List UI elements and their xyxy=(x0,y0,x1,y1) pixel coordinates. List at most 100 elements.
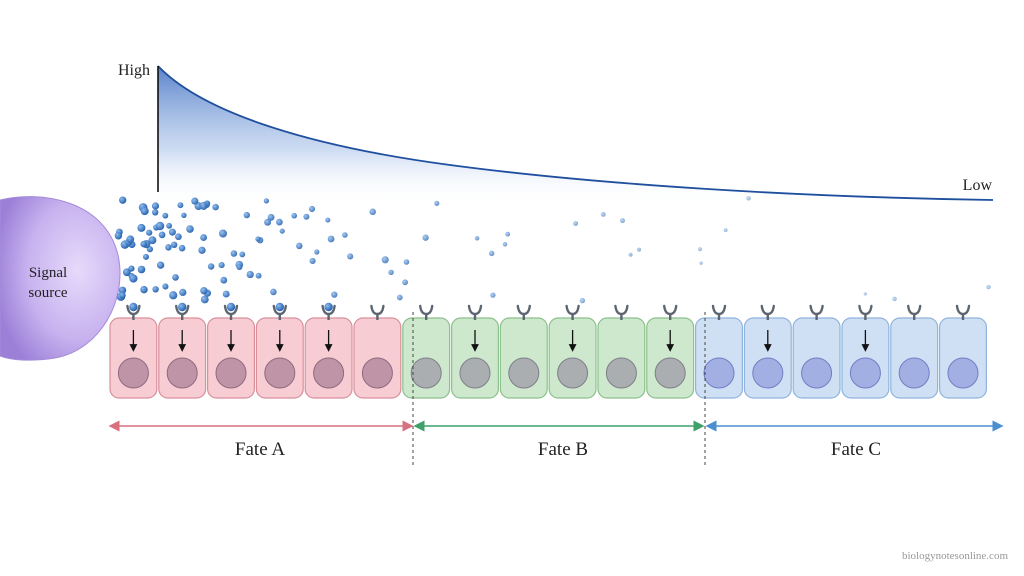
signal-molecule-63 xyxy=(220,276,228,284)
receptor xyxy=(565,304,580,320)
bound-ligand xyxy=(178,302,187,312)
signal-molecule-64 xyxy=(200,287,208,295)
receptor xyxy=(126,302,141,320)
signal-molecule-93 xyxy=(403,259,410,265)
signal-molecule-81 xyxy=(246,270,254,279)
signal-molecule-37 xyxy=(152,286,159,293)
signal-molecule-87 xyxy=(325,217,331,223)
signal-molecule-3 xyxy=(118,286,127,295)
signal-molecule-109 xyxy=(698,247,702,252)
cell-nucleus xyxy=(947,357,979,389)
cell-nucleus xyxy=(215,357,247,389)
cell-12 xyxy=(646,304,695,399)
signal-molecule-35 xyxy=(166,222,173,229)
cell-5 xyxy=(304,302,353,399)
signal-molecule-84 xyxy=(276,218,283,226)
fate-b-label: Fate B xyxy=(538,439,588,460)
receptor xyxy=(907,304,922,320)
signal-molecule-43 xyxy=(186,225,194,233)
signal-molecule-34 xyxy=(140,207,149,216)
signal-molecule-25 xyxy=(129,274,138,283)
receptor xyxy=(321,302,336,320)
signal-molecule-78 xyxy=(296,242,303,250)
signal-molecule-107 xyxy=(620,218,625,224)
signal-molecule-48 xyxy=(219,229,227,238)
cell-9 xyxy=(499,304,548,399)
signal-molecule-100 xyxy=(502,242,508,247)
signal-molecule-27 xyxy=(156,261,165,269)
signal-molecule-115 xyxy=(863,292,867,296)
signal-molecule-44 xyxy=(181,212,187,219)
signal-molecule-15 xyxy=(119,292,126,299)
cell-nucleus xyxy=(117,357,149,389)
signal-molecule-23 xyxy=(140,240,147,248)
receptor xyxy=(516,304,531,320)
signal-molecule-54 xyxy=(230,250,238,257)
signal-molecule-52 xyxy=(191,197,199,205)
receptor xyxy=(223,302,239,320)
signal-molecule-29 xyxy=(126,235,135,244)
cell-nucleus xyxy=(361,357,393,389)
signal-molecule-1 xyxy=(142,253,150,260)
bound-ligand xyxy=(129,302,138,312)
signal-molecule-26 xyxy=(169,291,178,300)
signal-molecule-73 xyxy=(303,213,310,220)
cell-1 xyxy=(109,302,158,399)
receptor xyxy=(760,304,775,320)
signal-molecule-74 xyxy=(270,288,277,296)
signal-molecule-36 xyxy=(122,268,131,277)
signal-molecule-49 xyxy=(218,262,225,269)
signal-molecule-101 xyxy=(505,231,511,237)
cell-nucleus xyxy=(508,357,540,389)
signal-molecule-105 xyxy=(600,212,606,217)
signal-molecule-92 xyxy=(369,208,376,216)
signal-molecule-91 xyxy=(388,269,394,276)
signal-molecule-14 xyxy=(158,231,166,239)
watermark: biologynotesonline.com xyxy=(902,550,1008,562)
signal-molecule-90 xyxy=(331,291,338,298)
signal-molecule-53 xyxy=(200,234,208,242)
signal-molecule-79 xyxy=(308,205,316,213)
signal-molecule-110 xyxy=(699,261,703,265)
cell-17 xyxy=(890,304,939,399)
signal-molecule-97 xyxy=(474,236,480,241)
cell-nucleus xyxy=(605,357,637,389)
cell-nucleus xyxy=(459,357,491,389)
receptor xyxy=(809,304,824,320)
bound-ligand xyxy=(226,302,236,312)
signal-molecule-88 xyxy=(381,256,389,264)
cell-nucleus xyxy=(849,357,881,389)
signal-molecule-16 xyxy=(165,244,172,251)
cell-3 xyxy=(207,302,256,399)
cell-nucleus xyxy=(801,357,833,389)
signal-molecule-77 xyxy=(263,198,270,204)
cell-nucleus xyxy=(410,357,442,389)
signal-molecule-111 xyxy=(723,228,728,233)
signal-molecule-30 xyxy=(155,221,165,231)
signal-molecule-38 xyxy=(162,212,169,219)
receptor xyxy=(711,304,727,320)
signal-molecule-5 xyxy=(151,202,160,210)
cell-14 xyxy=(743,304,792,399)
receptor xyxy=(955,304,971,320)
signal-molecule-59 xyxy=(222,290,230,298)
signal-molecule-33 xyxy=(140,285,148,294)
signal-molecule-72 xyxy=(309,257,316,264)
signal-molecule-86 xyxy=(402,279,408,286)
signal-molecule-99 xyxy=(490,292,496,298)
bound-ligand xyxy=(324,302,333,312)
signal-molecule-106 xyxy=(573,221,579,226)
cell-nucleus xyxy=(313,357,345,389)
cell-nucleus xyxy=(654,357,686,389)
signal-source: Signal source xyxy=(0,196,121,361)
signal-molecule-45 xyxy=(212,203,219,211)
signal-molecule-61 xyxy=(199,201,208,210)
signal-molecule-58 xyxy=(198,246,206,254)
receptor xyxy=(175,302,190,320)
concentration-curve: High Low xyxy=(118,62,994,205)
signal-molecule-80 xyxy=(255,236,261,242)
signal-molecule-20 xyxy=(137,265,146,274)
receptor xyxy=(419,304,434,320)
cell-row xyxy=(109,302,987,399)
